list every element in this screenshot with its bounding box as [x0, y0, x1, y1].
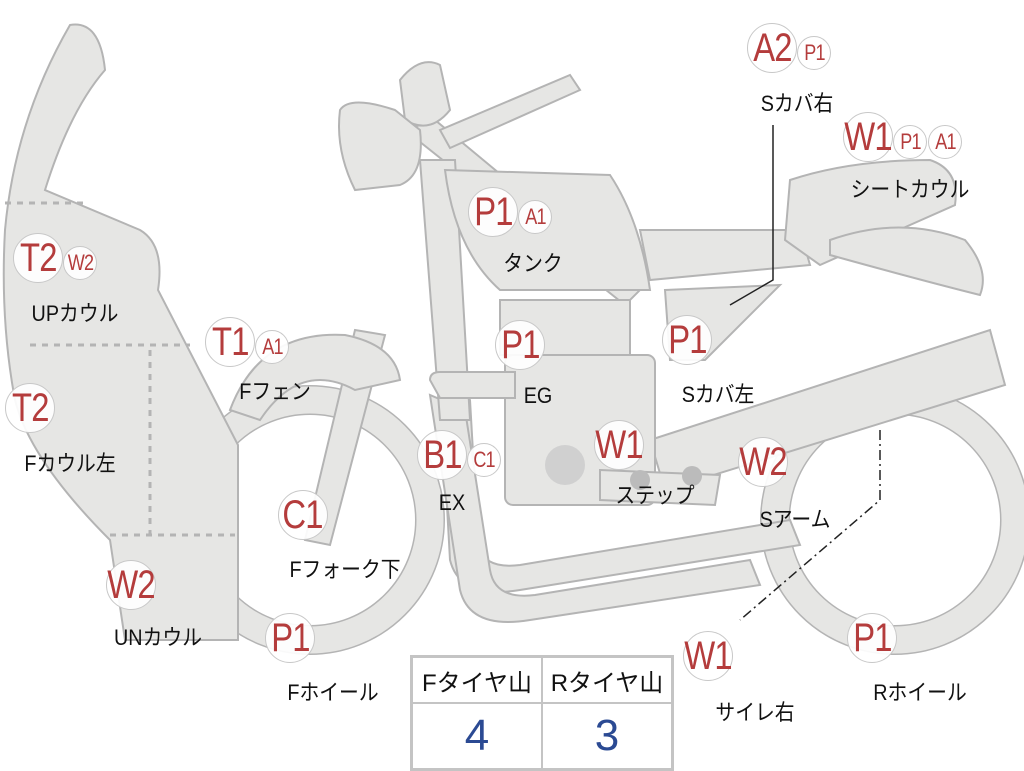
- rear-tire-value: 3: [541, 702, 674, 771]
- tank-damage-code: A1: [518, 200, 552, 234]
- damage-code-text: W1: [595, 422, 643, 467]
- f-fender-damage-code: A1: [255, 330, 289, 364]
- damage-code-text: A2: [752, 25, 792, 70]
- engine-label: EG: [523, 383, 553, 408]
- s-cover-right-label: Sカバ右: [760, 91, 834, 116]
- front-tire-header: Fタイヤ山: [410, 655, 543, 704]
- damage-code-text: C1: [473, 447, 495, 472]
- f-fork-lower-label: Fフォーク下: [289, 557, 401, 582]
- f-cowl-left-label: Fカウル左: [24, 451, 116, 476]
- f-fork-lower-damage-code: C1: [278, 490, 328, 540]
- f-fender-damage-code: T1: [205, 317, 255, 367]
- damage-code-text: P1: [899, 129, 921, 154]
- damage-code-text: W1: [844, 114, 892, 159]
- damage-code-text: P1: [852, 615, 892, 660]
- seat-cowl-damage-code: P1: [893, 125, 927, 159]
- f-wheel-damage-code: P1: [265, 613, 315, 663]
- damage-code-text: W1: [684, 633, 732, 678]
- exhaust-damage-code: B1: [417, 430, 467, 480]
- seat-cowl-damage-code: W1: [843, 112, 893, 162]
- damage-code-text: A1: [934, 129, 956, 154]
- damage-code-text: P1: [473, 189, 513, 234]
- s-cover-right-damage-code: A2: [747, 23, 797, 73]
- rear-tire-header: Rタイヤ山: [541, 655, 674, 704]
- seat-cowl-damage-code: A1: [928, 125, 962, 159]
- step-damage-code: W1: [594, 420, 644, 470]
- damage-code-text: W2: [107, 562, 155, 607]
- damage-code-text: T2: [11, 385, 49, 430]
- tank-label: タンク: [503, 251, 563, 276]
- r-wheel-damage-code: P1: [847, 613, 897, 663]
- damage-code-text: W2: [739, 439, 787, 484]
- s-cover-right-damage-code: P1: [797, 36, 831, 70]
- swing-arm-damage-code: W2: [738, 437, 788, 487]
- exhaust-damage-code: C1: [467, 443, 501, 477]
- up-cowl-damage-code: T2: [13, 233, 63, 283]
- up-cowl-label: UPカウル: [31, 301, 119, 326]
- silencer-right-damage-code: W1: [683, 631, 733, 681]
- front-tire-value: 4: [410, 702, 543, 771]
- damage-code-text: W2: [67, 250, 93, 275]
- damage-code-text: P1: [270, 615, 310, 660]
- f-fender-label: Fフェン: [239, 379, 311, 404]
- r-wheel-label: Rホイール: [873, 680, 967, 705]
- swing-arm-label: Sアーム: [759, 507, 831, 532]
- up-cowl-damage-code: W2: [63, 246, 97, 280]
- damage-code-text: T2: [19, 235, 57, 280]
- f-cowl-left-damage-code: T2: [5, 383, 55, 433]
- damage-code-text: A1: [261, 334, 283, 359]
- damage-code-text: P1: [667, 317, 707, 362]
- tire-tread-table: Fタイヤ山 Rタイヤ山 4 3: [410, 655, 674, 771]
- s-cover-left-damage-code: P1: [662, 315, 712, 365]
- engine-damage-code: P1: [495, 320, 545, 370]
- damage-code-text: C1: [282, 492, 324, 537]
- under-cowl-damage-code: W2: [106, 560, 156, 610]
- damage-code-text: P1: [500, 322, 540, 367]
- tank-damage-code: P1: [468, 187, 518, 237]
- step-label: ステップ: [615, 483, 695, 508]
- seat-cowl-label: シートカウル: [850, 177, 970, 202]
- damage-code-text: B1: [422, 432, 462, 477]
- damage-code-text: A1: [524, 204, 546, 229]
- s-cover-left-label: Sカバ左: [681, 382, 755, 407]
- f-wheel-label: Fホイール: [287, 680, 379, 705]
- under-cowl-label: UNカウル: [113, 625, 203, 650]
- silencer-right-label: サイレ右: [715, 700, 795, 725]
- exhaust-label: EX: [438, 490, 466, 515]
- damage-code-text: P1: [803, 40, 825, 65]
- damage-code-text: T1: [211, 319, 249, 364]
